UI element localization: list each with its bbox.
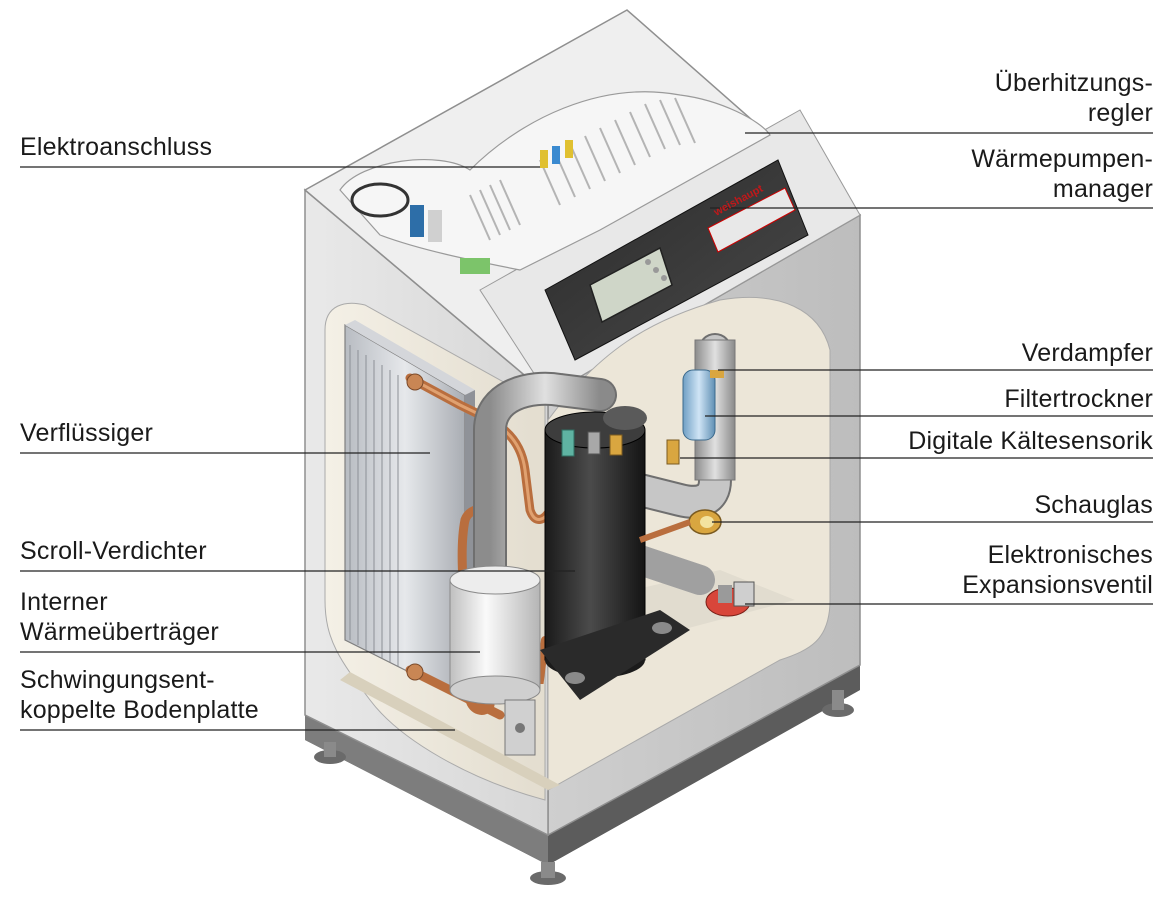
control-panel [544,159,809,361]
label-scroll-verdichter: Scroll-Verdichter [20,537,207,565]
label-bodenplatte: Schwingungsent- koppelte Bodenplatte [20,666,259,724]
label-waermepumpenmanager: Wärmepumpen- manager [971,145,1153,203]
vibration-mount [504,699,536,756]
expansion-valve [705,581,755,617]
label-elektroanschluss: Elektroanschluss [20,133,213,161]
callout-lines [20,132,1153,731]
filter-dryer [682,369,724,441]
label-schauglas: Schauglas [1034,491,1153,519]
refrigerant-sensors [561,429,680,465]
base-frame [305,665,860,885]
label-ueberhitzungsregler: Überhitzungs- regler [994,69,1153,127]
label-verdampfer: Verdampfer [1021,339,1153,367]
label-kaeltesensorik: Digitale Kältesensorik [908,427,1153,455]
internal-heat-exchanger [449,565,541,705]
label-expansionsventil: Elektronisches Expansionsventil [962,541,1153,599]
label-filtertrockner: Filtertrockner [1004,385,1153,413]
electrical-compartment [339,91,771,274]
label-interner-waermeuebertraeger: Interner Wärmeüberträger [20,588,219,646]
label-verfluessiger: Verflüssiger [20,419,154,447]
